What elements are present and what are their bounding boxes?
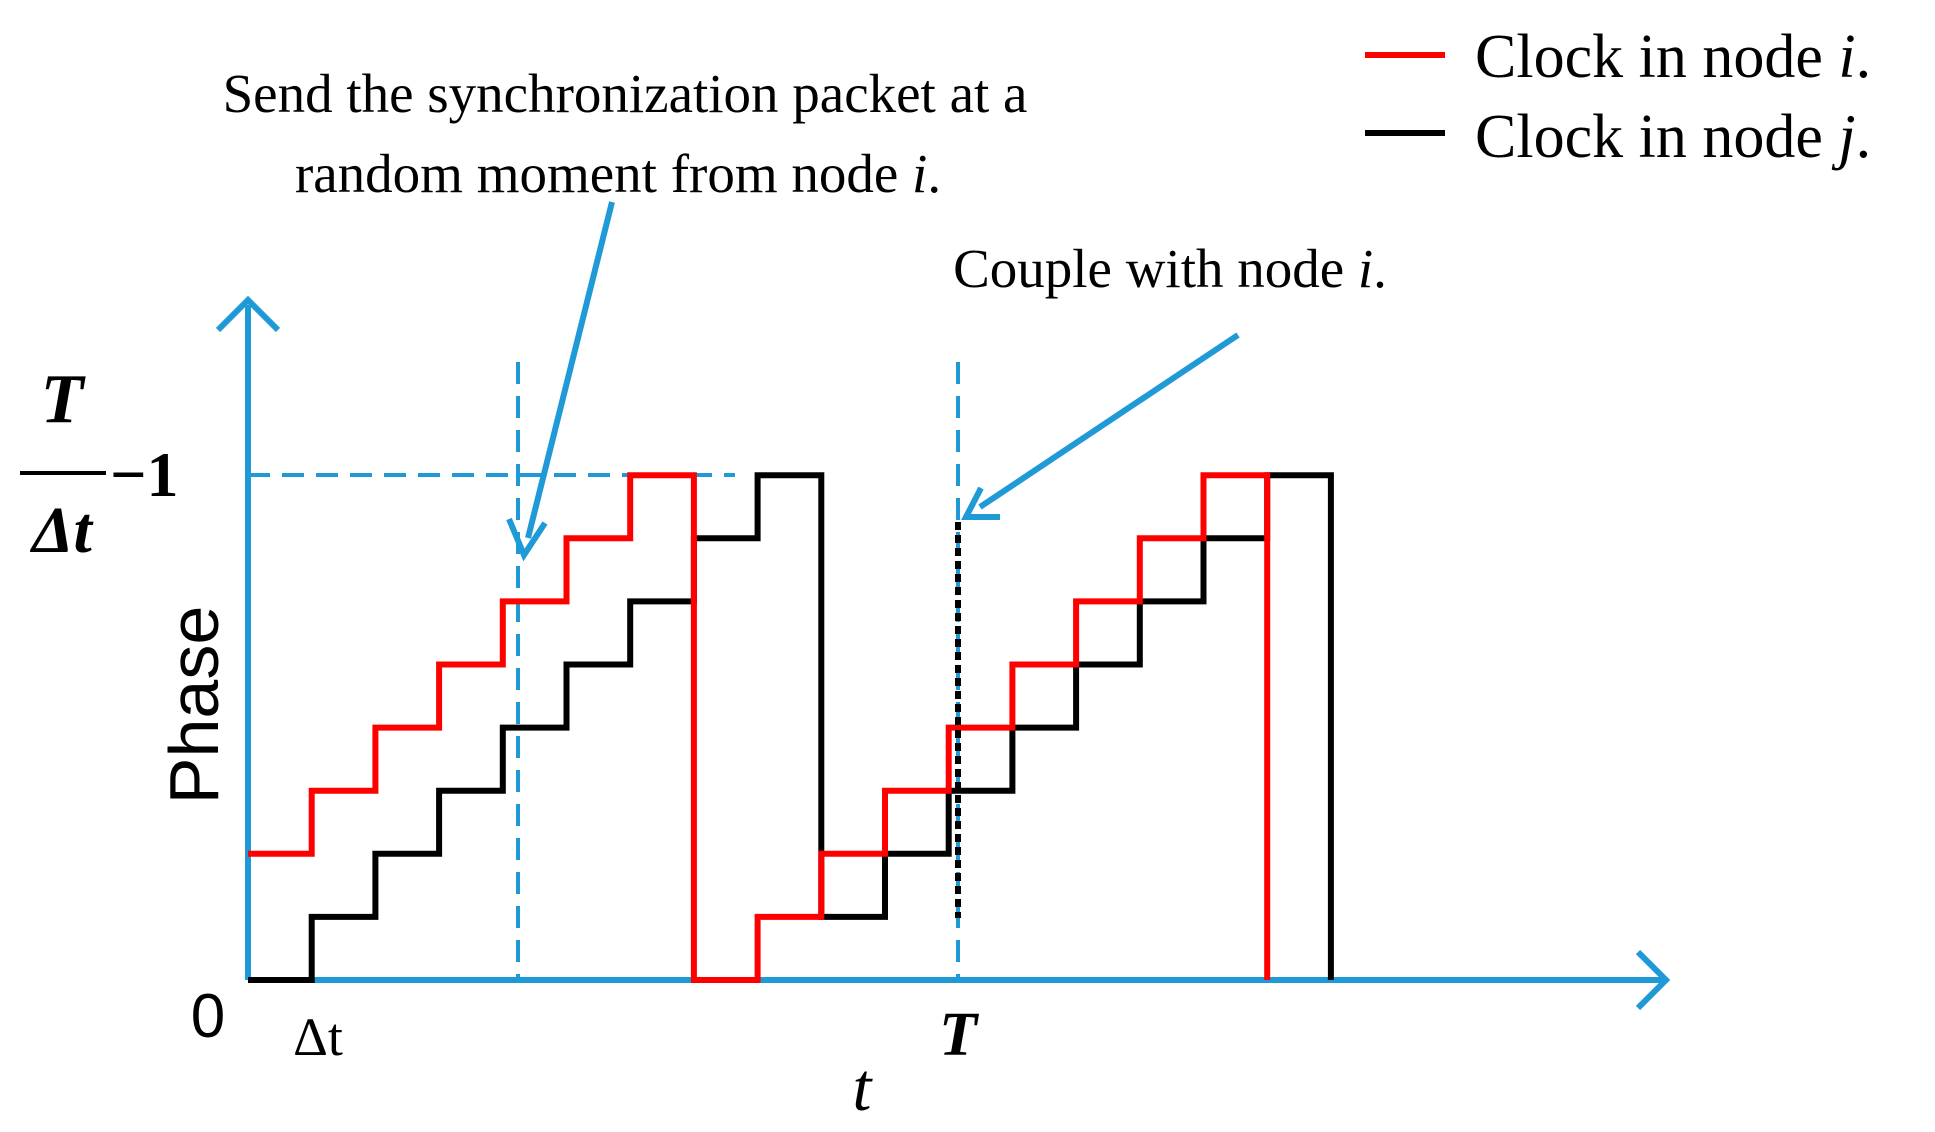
y-axis-arrowhead (215, 295, 281, 333)
axes (215, 295, 1671, 1011)
annotation-arrows (506, 201, 1240, 562)
y-max-numerator: T (41, 361, 87, 438)
x-axis-label: t (853, 1049, 874, 1125)
send-annotation-line2: random moment from node i. (295, 143, 941, 204)
send-annotation-line1: Send the synchronization packet at a (223, 63, 1028, 124)
y-max-label: T Δt −1 (20, 361, 178, 567)
x-axis-arrowhead (1635, 949, 1671, 1011)
legend: Clock in node i. Clock in node j. (1365, 23, 1871, 171)
couple-annotation-arrow-shaft (978, 332, 1240, 510)
node-i-clock-curve (248, 472, 1271, 983)
reference-lines (248, 362, 960, 980)
curves (248, 472, 1334, 983)
couple-annotation-arrowhead (961, 486, 1000, 520)
legend-label-node-j: Clock in node j. (1475, 103, 1871, 171)
x-tick-delta-t: Δt (293, 1007, 343, 1067)
y-max-suffix: −1 (110, 439, 178, 510)
send-annotation-arrowhead (506, 517, 548, 562)
y-max-denominator: Δt (29, 494, 93, 567)
node-j-clock-curve (248, 472, 1334, 983)
origin-label: 0 (191, 982, 225, 1051)
legend-label-node-i: Clock in node i. (1475, 23, 1871, 91)
send-annotation-arrow-shaft (525, 201, 615, 539)
y-axis-label: Phase (155, 606, 233, 804)
couple-annotation: Couple with node i. (953, 238, 1387, 299)
x-tick-T: T (939, 1001, 979, 1069)
